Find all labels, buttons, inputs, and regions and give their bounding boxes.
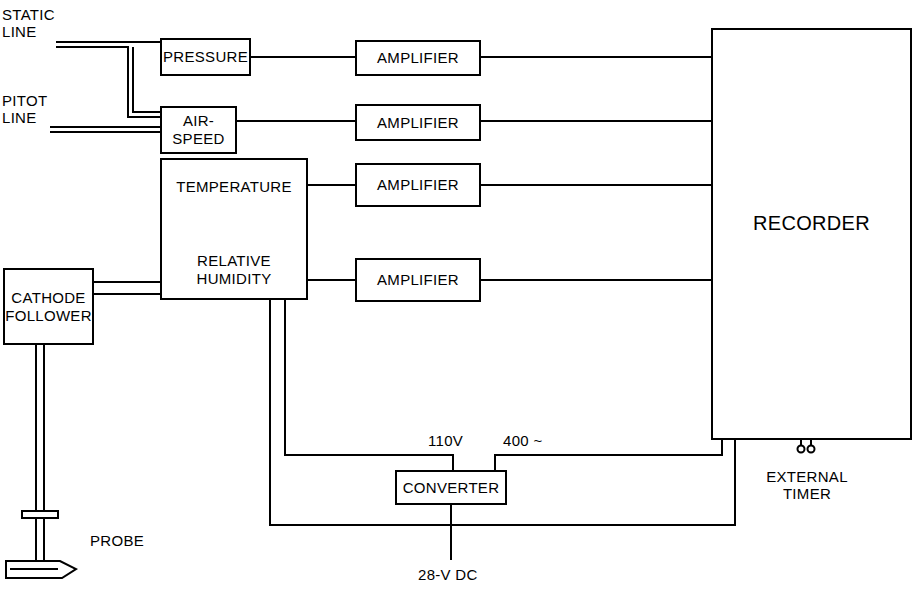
signal-wire: [237, 120, 355, 122]
amplifier-box: AMPLIFIER: [355, 40, 481, 76]
node-text: AMPLIFIER: [377, 271, 459, 289]
pitot-line-pipe: [50, 131, 160, 133]
signal-wire: [270, 300, 735, 525]
sensor-box: PRESSURE: [160, 38, 251, 76]
pitot-line-pipe: [50, 126, 160, 128]
label-text: 400 ~: [503, 432, 563, 449]
node-text: CATHODE FOLLOWER: [5, 289, 92, 325]
node-text: PRESSURE: [163, 48, 248, 66]
line-label: STATIC LINE: [2, 6, 60, 41]
sensor-box: AIR-SPEED: [160, 106, 237, 154]
signal-wire: [285, 300, 453, 470]
signal-wire: [94, 293, 160, 295]
recorder-box: RECORDER: [711, 28, 912, 440]
cathode-follower-box: CATHODE FOLLOWER: [3, 268, 94, 345]
amplifier-box: AMPLIFIER: [355, 258, 481, 302]
static-line-pipe: [56, 41, 160, 43]
signal-wire: [481, 279, 711, 281]
node-text: AMPLIFIER: [377, 176, 459, 194]
frequency-label: 400 ~: [503, 432, 563, 449]
node-text: AMPLIFIER: [377, 49, 459, 67]
label-text: PITOT LINE: [2, 92, 52, 127]
signal-wire: [94, 281, 160, 283]
part-label: EXTERNAL TIMER: [752, 468, 862, 503]
line-label: PITOT LINE: [2, 92, 52, 127]
probe-stem: [43, 345, 45, 560]
signal-wire: [308, 184, 355, 186]
signal-wire: [251, 56, 355, 58]
probe-stem: [35, 345, 37, 560]
signal-wire: [481, 120, 711, 122]
amplifier-box: AMPLIFIER: [355, 163, 481, 207]
signal-wire: [308, 279, 355, 281]
node-text: RELATIVE HUMIDITY: [174, 252, 294, 288]
part-label: PROBE: [90, 532, 170, 549]
label-text: 110V: [428, 432, 488, 449]
amplifier-box: AMPLIFIER: [355, 104, 481, 141]
node-text: AMPLIFIER: [377, 114, 459, 132]
label-text: STATIC LINE: [2, 6, 60, 41]
node-text: CONVERTER: [403, 479, 500, 497]
signal-wire: [481, 184, 711, 186]
power-wire: [450, 505, 452, 560]
static-line-pipe: [56, 47, 160, 117]
label-text: PROBE: [90, 532, 170, 549]
static-line-pipe: [133, 47, 160, 112]
probe-head-line: [10, 568, 58, 570]
supply-label: 28-V DC: [418, 566, 508, 583]
timer-lead: [810, 440, 812, 445]
node-text: AIR-SPEED: [168, 112, 229, 148]
timer-terminal: [798, 446, 805, 453]
signal-wire: [481, 56, 711, 58]
node-text: RECORDER: [753, 211, 870, 235]
converter-box: CONVERTER: [395, 470, 507, 505]
probe-flange: [22, 511, 58, 518]
timer-lead: [800, 440, 802, 445]
label-text: 28-V DC: [418, 566, 508, 583]
label-text: EXTERNAL TIMER: [752, 468, 862, 503]
probe-head: [6, 561, 76, 578]
sensor-box: TEMPERATURE RELATIVE HUMIDITY: [160, 158, 308, 300]
voltage-label: 110V: [428, 432, 488, 449]
node-text: TEMPERATURE: [176, 178, 292, 196]
timer-terminal: [808, 446, 815, 453]
